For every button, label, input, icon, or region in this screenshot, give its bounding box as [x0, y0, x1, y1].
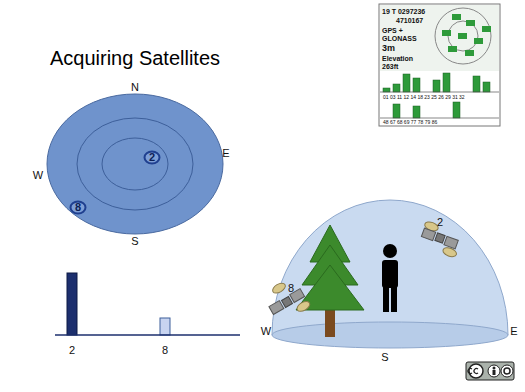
sky-plot: [47, 94, 223, 234]
satellite-marker: 2: [143, 150, 161, 165]
compass-label: W: [33, 170, 43, 181]
compass-label: N: [131, 82, 139, 93]
satellite: [261, 275, 311, 325]
gps-bar-labels: 48 67 68 69 77 78 79 86: [383, 120, 437, 125]
gps-sky: [435, 8, 491, 64]
satellite-number: 2: [149, 152, 155, 163]
compass-label: S: [131, 236, 138, 247]
signal-bar: [160, 318, 170, 335]
license-badge: [466, 362, 514, 380]
compass-label: S: [381, 352, 388, 363]
signal-bar: [67, 273, 77, 335]
gps-screen: [379, 4, 500, 126]
satellite-number: 2: [437, 217, 443, 228]
gps-status: GPS +: [382, 27, 403, 34]
satellite-marker: 8: [69, 200, 87, 215]
gps-status: GLONASS: [382, 35, 417, 42]
person: [382, 244, 398, 312]
gps-bars: [383, 73, 490, 118]
tree: [296, 225, 364, 310]
sky-ring: [102, 138, 168, 190]
bar-label: 2: [69, 345, 75, 356]
satellite-number: 8: [288, 283, 294, 294]
gps-bar-labels: 01 03 11 12 14 18 23 25 26 29 31 32: [383, 95, 465, 100]
baseline: [55, 334, 240, 336]
gps-sky: [448, 21, 478, 51]
ground-ellipse: [272, 322, 508, 348]
gps-sats: [442, 14, 491, 56]
bar-label: 8: [162, 345, 168, 356]
sky-dome: [272, 200, 508, 335]
gps-coordinate: 19 T 0297236: [382, 8, 425, 15]
compass-label: E: [222, 148, 229, 159]
gps-coordinate: 4710167: [396, 17, 423, 24]
slide-title: Acquiring Satellites: [50, 48, 220, 68]
gps-accuracy: 3m: [382, 44, 395, 53]
satellite-number: 8: [75, 202, 81, 213]
gps-elevation: 263ft: [382, 63, 398, 70]
compass-label: E: [510, 326, 517, 337]
sky-ring: [77, 118, 193, 210]
gps-screen-top: [380, 5, 499, 71]
compass-label: W: [261, 326, 271, 337]
gps-elevation: Elevation: [382, 55, 413, 62]
